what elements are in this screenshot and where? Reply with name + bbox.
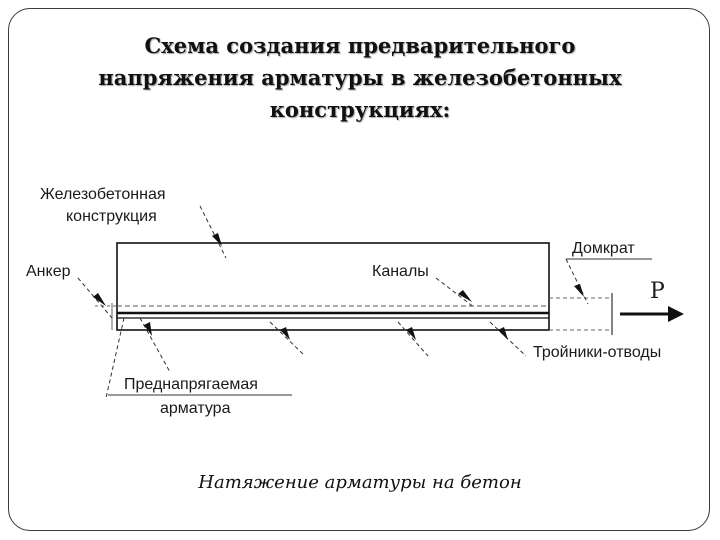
- leader-channels: [435, 277, 476, 309]
- leader-tee-1: [269, 321, 306, 357]
- label-rebar-1: Преднапрягаемая: [124, 376, 258, 393]
- leader-tee-3-tip: [498, 327, 508, 340]
- leader-structure: [199, 205, 227, 259]
- leader-rebar-tip: [144, 322, 152, 336]
- leader-tee-2-tip: [406, 327, 416, 340]
- leader-anchor: [77, 277, 113, 319]
- label-structure-2: конструкция: [66, 208, 157, 225]
- leader-jack-tip: [574, 284, 584, 297]
- label-anchor: Анкер: [26, 263, 71, 280]
- label-tees: Тройники-отводы: [533, 344, 662, 361]
- leader-anchor-tip: [93, 293, 106, 306]
- title-line-3: конструкциях:: [269, 97, 451, 122]
- caption: Натяжение арматуры на бетон: [198, 472, 522, 493]
- label-rebar-2: арматура: [160, 400, 231, 417]
- leader-tee-3: [489, 321, 527, 357]
- leader-structure-tip: [212, 233, 222, 246]
- title-line-1: Схема создания предварительного: [144, 33, 576, 58]
- leader-tee-2: [397, 321, 429, 357]
- leader-rebar: [139, 317, 171, 373]
- slide-frame: [8, 8, 710, 531]
- leader-jack: [565, 258, 589, 305]
- label-force: P: [650, 279, 665, 304]
- leader-tee-1-tip: [280, 327, 290, 340]
- label-jack: Домкрат: [572, 240, 635, 257]
- concrete-beam: [116, 242, 550, 331]
- label-channels: Каналы: [372, 263, 429, 280]
- force-arrow-head: [668, 306, 684, 322]
- leader-channels-tip: [458, 290, 472, 302]
- title-line-2: напряжения арматуры в железобетонных: [98, 65, 622, 90]
- slide-title: Схема создания предварительного напряжен…: [60, 30, 660, 126]
- label-structure-1: Железобетонная: [40, 186, 166, 203]
